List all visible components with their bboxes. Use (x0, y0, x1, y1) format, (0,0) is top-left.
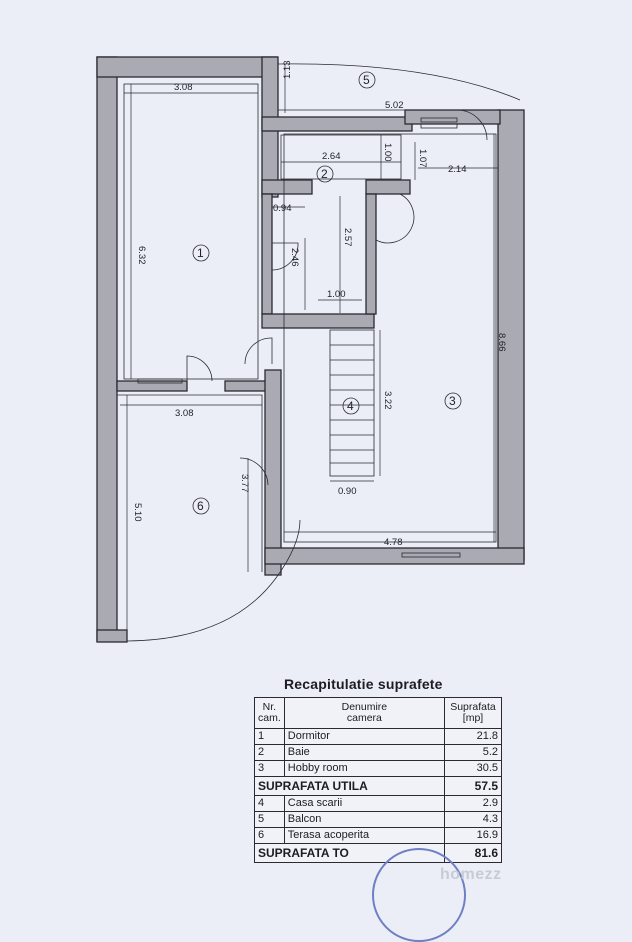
table-row: 6 Terasa acoperita 16.9 (254, 827, 502, 844)
table-row: 1 Dormitor 21.8 (254, 728, 502, 745)
total-util-value: 57.5 (444, 776, 502, 796)
total-util-row: SUPRAFATA UTILA 57.5 (254, 776, 502, 796)
stamp-seal (372, 848, 466, 942)
dim-stair-length: 3.22 (382, 391, 393, 410)
summary-title: Recapitulatie suprafete (284, 676, 443, 692)
dim-room3-width: 4.78 (384, 537, 403, 548)
dim-terrace-depth: 5.10 (132, 503, 143, 522)
header-area: Suprafata[mp] (444, 697, 502, 729)
total-row: SUPRAFATA TO 81.6 (254, 843, 502, 863)
dim-hall-width: 1.00 (327, 289, 346, 300)
dim-stair-width: 0.90 (338, 486, 357, 497)
table-row: 2 Baie 5.2 (254, 744, 502, 761)
room-6-number: 6 (197, 499, 204, 513)
dimension-labels: 3.08 6.32 1.13 5.02 2.64 1.00 1.07 2.14 … (132, 61, 507, 549)
dim-room1-height: 6.32 (136, 246, 147, 265)
header-nr: Nr.cam. (254, 697, 285, 729)
dim-closet-depth: 2.46 (289, 248, 300, 267)
dim-bath-recess: 1.00 (382, 143, 393, 162)
dim-room1-width: 3.08 (174, 82, 193, 93)
table-row: 5 Balcon 4.3 (254, 811, 502, 828)
dim-balcony-depth: 1.13 (282, 61, 293, 80)
dim-terrace-width: 3.08 (175, 408, 194, 419)
dim-room3-height: 8.66 (496, 333, 507, 352)
table-row: 3 Hobby room 30.5 (254, 760, 502, 777)
interior-lines (117, 63, 521, 642)
room-2-number: 2 (321, 167, 328, 181)
dim-balcony-width: 5.02 (385, 100, 404, 111)
room-5-number: 5 (363, 73, 370, 87)
dim-room3-top: 2.14 (448, 164, 467, 175)
doors (186, 109, 488, 486)
staircase (329, 329, 375, 477)
room-4-number: 4 (347, 399, 354, 413)
total-value: 81.6 (444, 843, 502, 863)
dim-hall-small: 1.07 (417, 149, 428, 168)
room-markers: 1 2 3 4 5 6 (192, 71, 462, 515)
dim-terrace-partial: 3.77 (239, 474, 250, 493)
room-1-number: 1 (197, 246, 204, 260)
watermark-logo: homezz (440, 866, 502, 883)
total-util-label: SUPRAFATA UTILA (254, 776, 445, 796)
dim-hall-depth: 2.57 (342, 228, 353, 247)
room-3-number: 3 (449, 394, 456, 408)
dim-bath-width: 2.64 (322, 151, 341, 162)
dimension-lines (120, 64, 500, 630)
table-row: 4 Casa scarii 2.9 (254, 795, 502, 812)
dim-bath-door: 0.94 (273, 203, 292, 214)
walls (96, 56, 525, 643)
floor-plan: 3.08 6.32 1.13 5.02 2.64 1.00 1.07 2.14 … (96, 56, 525, 643)
